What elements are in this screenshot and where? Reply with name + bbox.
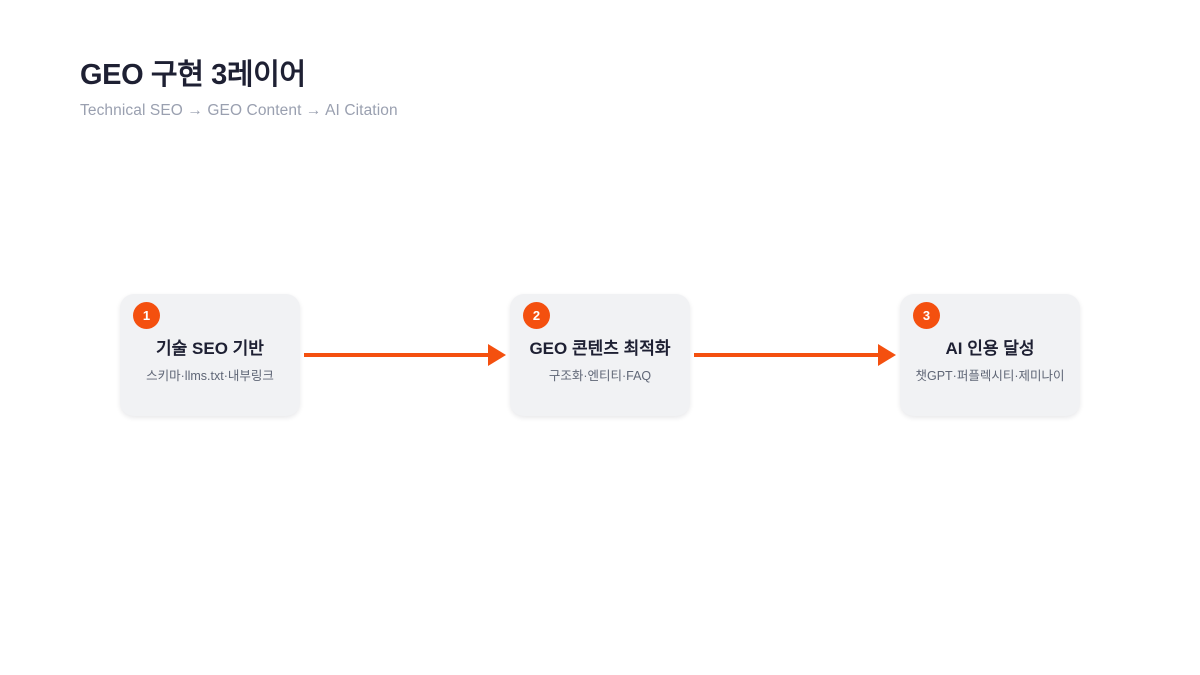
page-subtitle: Technical SEO → GEO Content → AI Citatio… xyxy=(80,102,398,119)
step-title-3: AI 인용 달성 xyxy=(945,338,1035,358)
arrow-right-icon-1 xyxy=(304,344,506,366)
step-subtitle-1: 스키마·llms.txt·내부링크 xyxy=(146,368,274,383)
step-badge-3: 3 xyxy=(913,302,940,329)
flow-step-card-3[interactable]: 3 AI 인용 달성 챗GPT·퍼플렉시티·제미나이 xyxy=(900,294,1080,416)
page-title: GEO 구현 3레이어 xyxy=(80,59,306,91)
flow-diagram: 1 기술 SEO 기반 스키마·llms.txt·내부링크 2 GEO 콘텐츠 … xyxy=(120,294,1080,416)
arrow-head-1 xyxy=(488,344,506,366)
arrow-line-1 xyxy=(304,353,488,357)
arrow-line-2 xyxy=(694,353,878,357)
step-subtitle-3: 챗GPT·퍼플렉시티·제미나이 xyxy=(915,368,1065,383)
step-title-1: 기술 SEO 기반 xyxy=(156,338,264,358)
flow-step-card-2[interactable]: 2 GEO 콘텐츠 최적화 구조화·엔티티·FAQ xyxy=(510,294,690,416)
flow-step-card-1[interactable]: 1 기술 SEO 기반 스키마·llms.txt·내부링크 xyxy=(120,294,300,416)
step-badge-1: 1 xyxy=(133,302,160,329)
step-title-2: GEO 콘텐츠 최적화 xyxy=(529,338,671,358)
header: GEO 구현 3레이어 Technical SEO → GEO Content … xyxy=(80,56,980,122)
step-badge-2: 2 xyxy=(523,302,550,329)
arrow-right-icon-2 xyxy=(694,344,896,366)
arrow-head-2 xyxy=(878,344,896,366)
step-subtitle-2: 구조화·엔티티·FAQ xyxy=(548,368,652,383)
